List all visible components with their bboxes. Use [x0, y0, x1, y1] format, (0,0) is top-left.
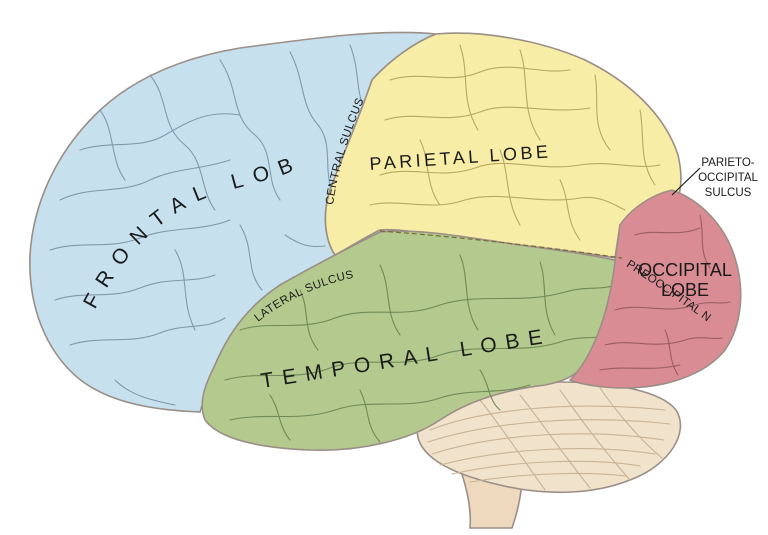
parieto-occipital-sulcus-pointer — [671, 167, 701, 196]
occipital-lobe — [568, 189, 742, 389]
parieto-occipital-label-line1: PARIETO- — [701, 157, 754, 169]
occipital-lobe-label-line2: LOBE — [661, 280, 709, 300]
parieto-occipital-label-line2: OCCIPITAL — [698, 172, 758, 184]
parietal-lobe — [324, 32, 682, 259]
parieto-occipital-label-line3: SULCUS — [705, 187, 752, 199]
lateral-sulcus-line — [379, 230, 623, 259]
occipital-lobe-label-line1: OCCIPITAL — [638, 260, 732, 280]
temporal-lobe — [201, 230, 623, 452]
cerebellum — [416, 381, 682, 494]
